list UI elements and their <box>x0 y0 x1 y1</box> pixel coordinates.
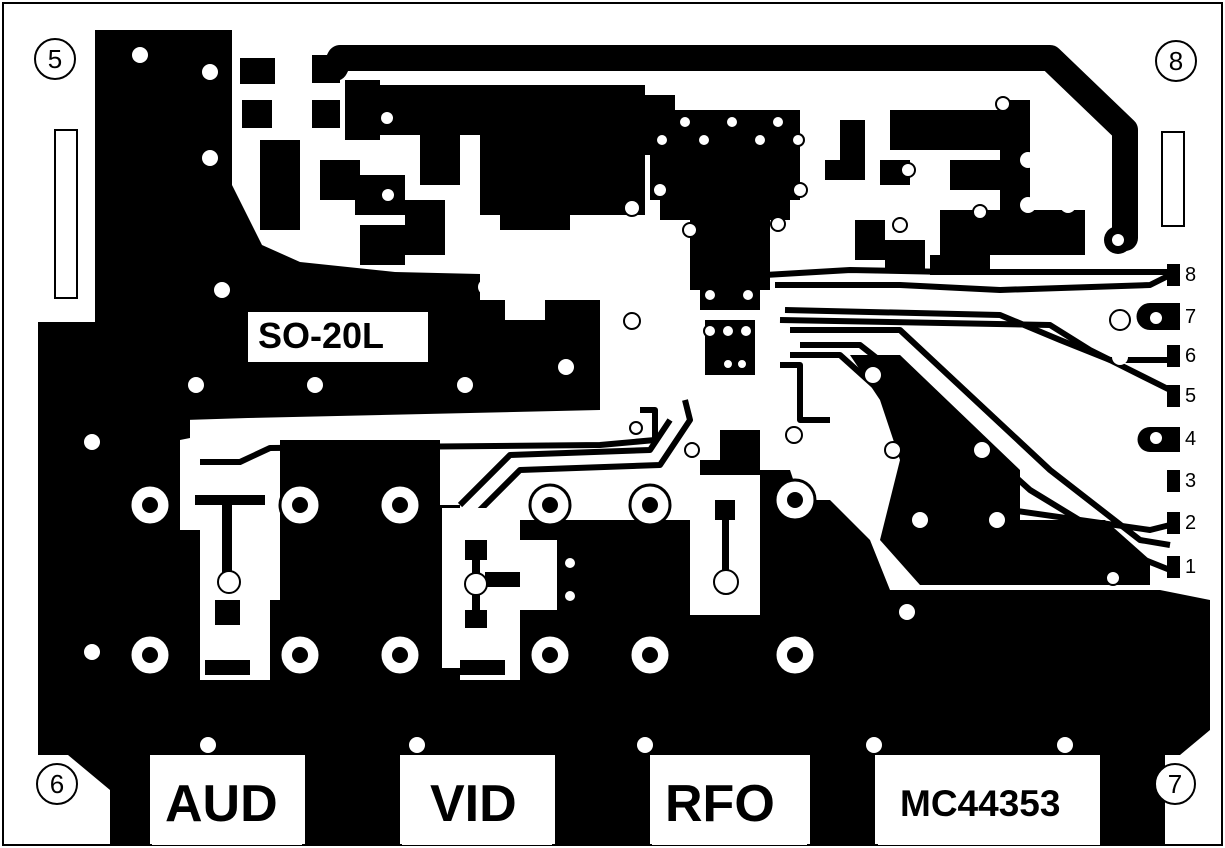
ground-bottom <box>110 755 1165 845</box>
corner-mark-bottom-right: 7 <box>1154 763 1196 805</box>
chip-package-label: SO-20L <box>258 315 385 356</box>
connector-label-vid: VID <box>430 775 517 833</box>
pin-number-2: 2 <box>1185 512 1197 534</box>
connector-label-aud: AUD <box>165 775 278 833</box>
pin-number-7: 7 <box>1185 306 1197 328</box>
ring-drill-holes <box>379 96 1164 586</box>
corner-mark-top-right: 8 <box>1155 40 1197 82</box>
pin-number-3: 3 <box>1185 470 1197 492</box>
connector-label-rfo: RFO <box>665 775 775 833</box>
ground-pour-right <box>850 355 1150 585</box>
corner-mark-top-left: 5 <box>34 38 76 80</box>
pin-number-8: 8 <box>1185 264 1197 286</box>
ground-pour <box>38 30 600 420</box>
corner-mark-bottom-left: 6 <box>36 763 78 805</box>
drill-holes <box>84 47 1128 753</box>
part-number-label: MC44353 <box>900 783 1061 824</box>
signal-traces <box>200 267 1172 573</box>
pin-number-4: 4 <box>1185 428 1197 450</box>
pin-number-6: 6 <box>1185 345 1197 367</box>
upper-left-components <box>240 55 675 265</box>
pin-number-1: 1 <box>1185 556 1197 578</box>
upper-right-components <box>825 100 1085 275</box>
via-inner <box>142 492 803 663</box>
ground-corner-left <box>38 730 110 790</box>
ground-pour-lower <box>38 410 1210 755</box>
pin-number-5: 5 <box>1185 385 1197 407</box>
